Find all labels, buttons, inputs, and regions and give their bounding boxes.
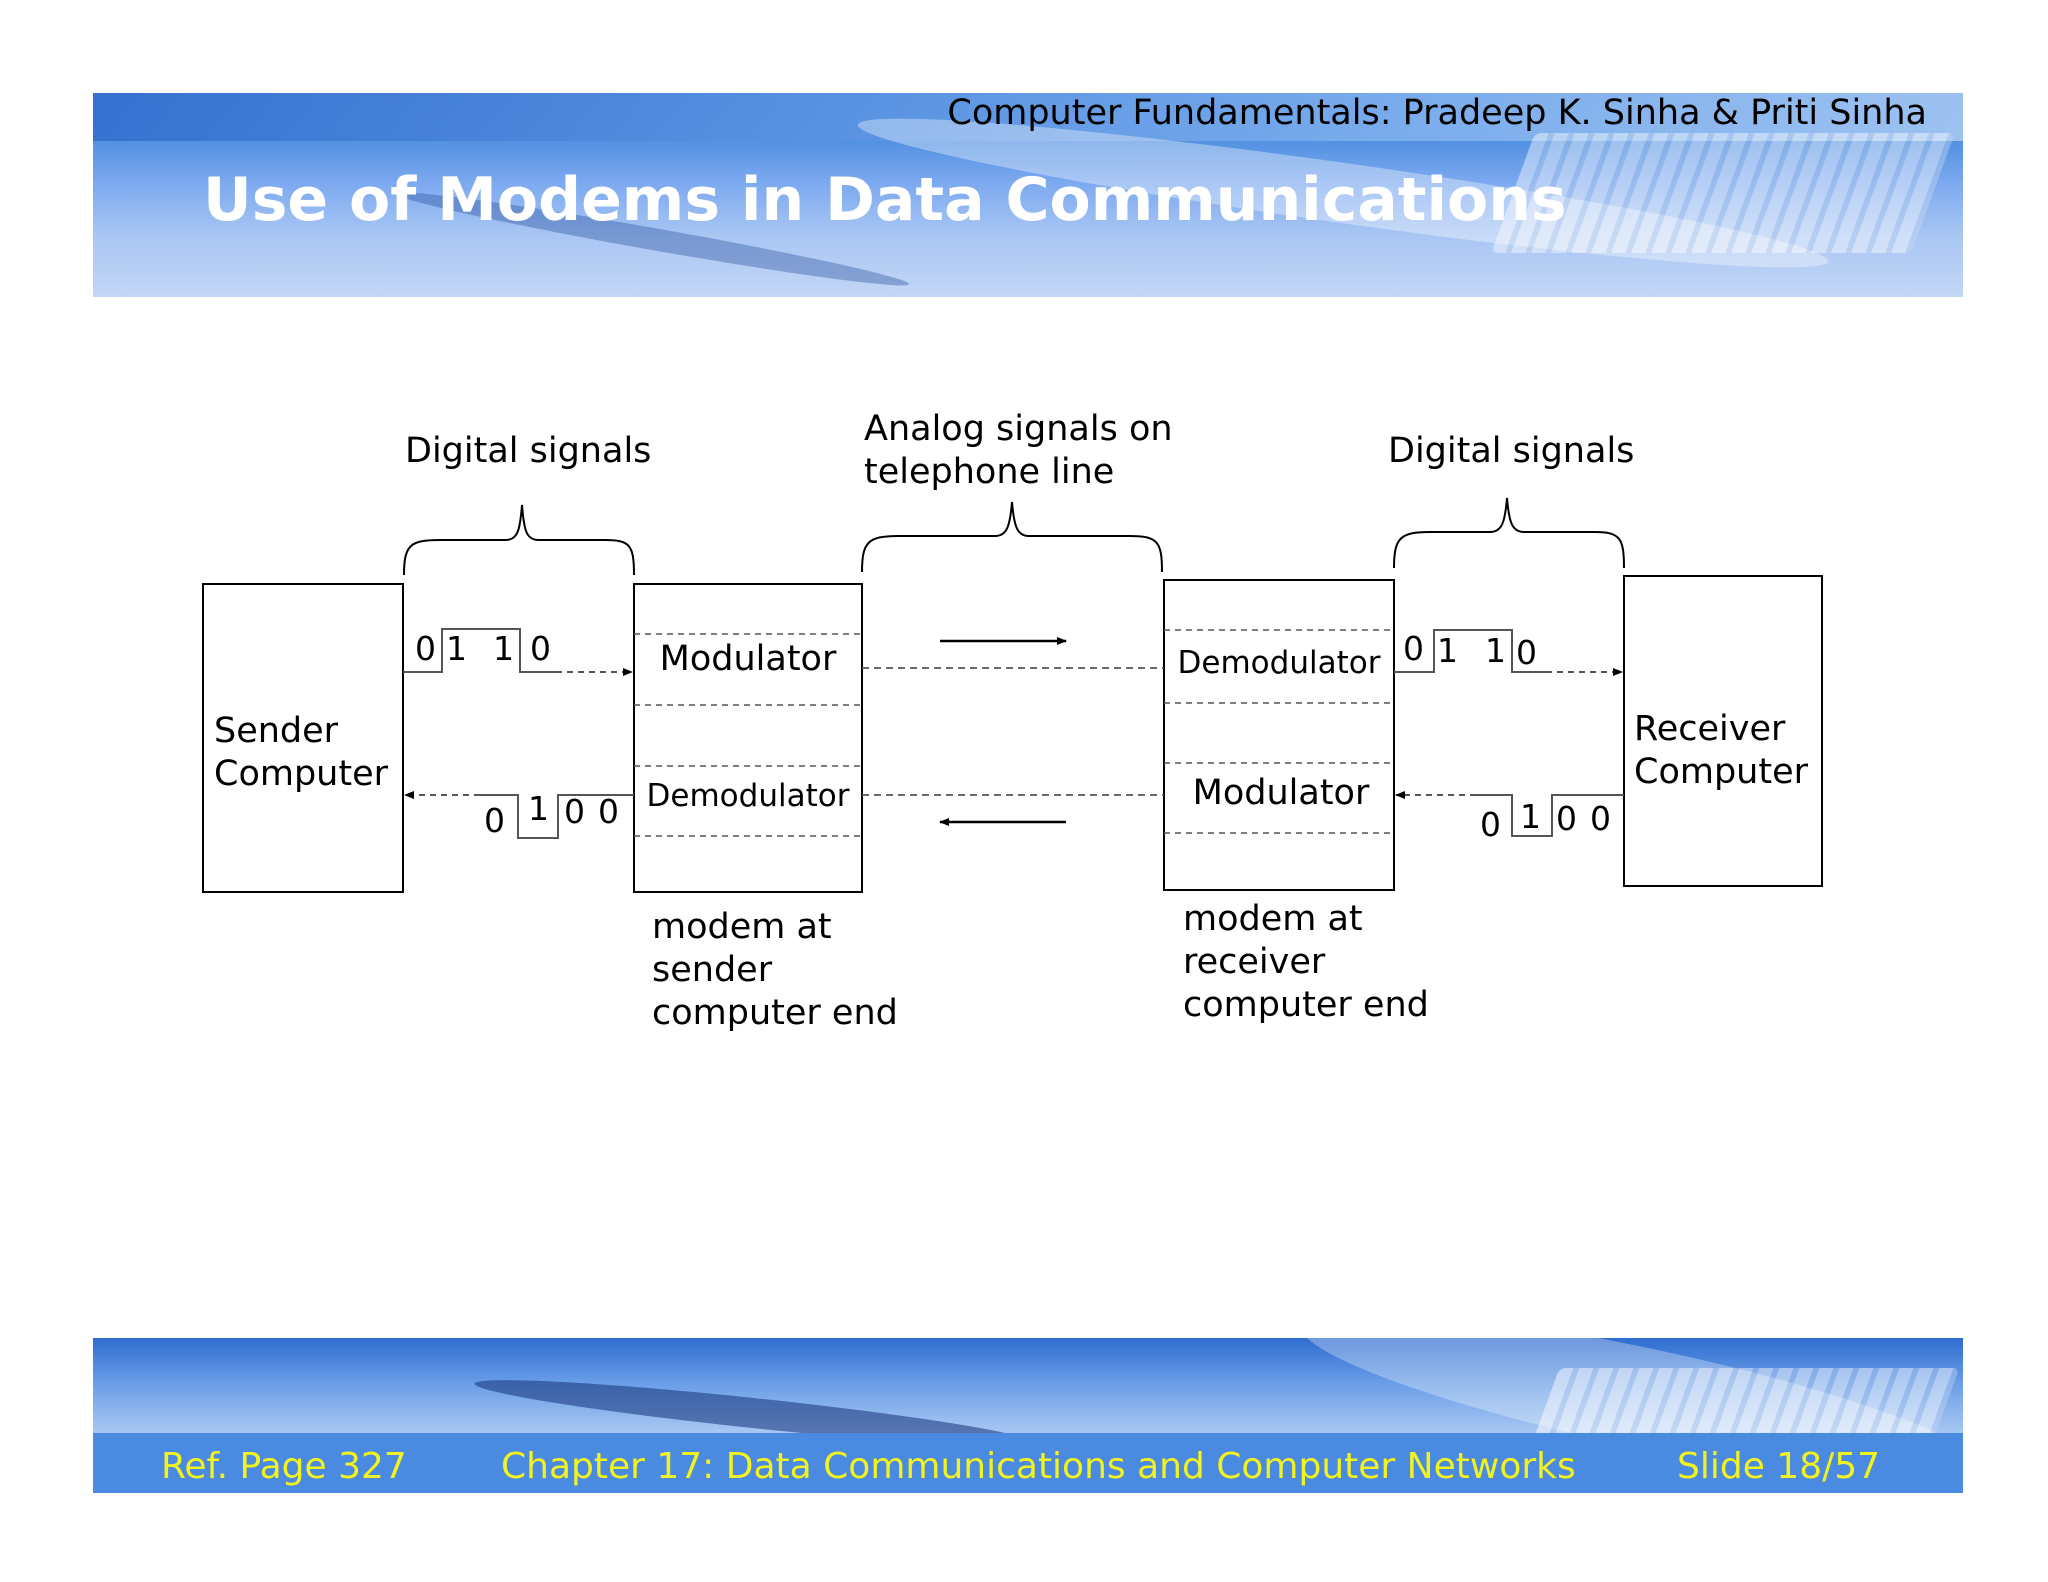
header-band [93, 93, 1963, 141]
receiver-demodulator-label: Demodulator [1178, 645, 1381, 681]
sender-modem-caption-line3: computer end [652, 993, 898, 1033]
digital-waveform-receiver-lower [1476, 794, 1624, 837]
brace-middle-label-line2: telephone line [864, 452, 1114, 492]
receiver-computer-label-line2: Computer [1634, 752, 1809, 792]
slide-title: Use of Modems in Data Communications [203, 165, 1567, 235]
bit-sender-lower-1: 0 [484, 801, 505, 840]
slide-header: Computer Fundamentals: Pradeep K. Sinha … [93, 93, 1963, 297]
slide-number: Slide 18/57 [1677, 1446, 1881, 1487]
bit-receiver-upper-1: 0 [1403, 629, 1424, 668]
receiver-modem-dividers [1164, 629, 1394, 834]
bit-sender-lower-4: 0 [598, 792, 619, 831]
brace-middle-label-line1: Analog signals on [864, 409, 1173, 449]
sender-modulator-label: Modulator [660, 639, 837, 679]
receiver-modem-caption-line2: receiver [1183, 942, 1326, 982]
bit-sender-upper-3: 1 [493, 629, 514, 668]
bit-receiver-upper-3: 1 [1485, 631, 1506, 670]
bit-receiver-lower-3: 0 [1556, 799, 1577, 838]
bit-receiver-upper-4: 0 [1516, 633, 1537, 672]
brace-left-label: Digital signals [405, 431, 651, 471]
receiver-modem-box [1163, 579, 1395, 891]
bit-receiver-upper-2: 1 [1437, 631, 1458, 670]
bit-sender-upper-1: 0 [415, 629, 436, 668]
sender-computer-label-line1: Sender [214, 711, 339, 751]
sender-modem-caption-line1: modem at [652, 907, 832, 947]
receiver-computer-label-line1: Receiver [1634, 709, 1786, 749]
bit-sender-upper-2: 1 [446, 629, 467, 668]
bit-sender-lower-3: 0 [564, 792, 585, 831]
receiver-modulator-label: Modulator [1193, 773, 1370, 813]
ref-page: Ref. Page 327 [161, 1446, 407, 1487]
chapter-title: Chapter 17: Data Communications and Comp… [501, 1446, 1576, 1487]
sender-computer-box [202, 583, 404, 893]
digital-waveform-sender-upper [403, 628, 556, 673]
sender-modem-dividers [634, 633, 862, 837]
sender-demodulator-label: Demodulator [647, 778, 850, 814]
receiver-modem-caption-line3: computer end [1183, 985, 1429, 1025]
sender-modem-caption-line2: sender [652, 950, 773, 990]
digital-waveform-sender-lower [480, 794, 634, 839]
brace-left [403, 504, 635, 576]
sender-modem-box [633, 583, 863, 893]
book-credit: Computer Fundamentals: Pradeep K. Sinha … [947, 93, 1927, 133]
brace-middle [861, 501, 1163, 573]
brace-right-label: Digital signals [1388, 431, 1634, 471]
bit-sender-upper-4: 0 [530, 629, 551, 668]
bit-receiver-lower-4: 0 [1590, 799, 1611, 838]
receiver-modem-caption-line1: modem at [1183, 899, 1363, 939]
footer-bar [93, 1433, 1963, 1493]
brace-right [1393, 497, 1625, 569]
receiver-computer-box [1623, 575, 1823, 887]
digital-waveform-receiver-upper [1394, 629, 1546, 673]
slide-footer: Ref. Page 327 Chapter 17: Data Communica… [93, 1338, 1963, 1493]
bit-receiver-lower-2: 1 [1520, 797, 1541, 836]
bit-sender-lower-2: 1 [528, 789, 549, 828]
sender-computer-label-line2: Computer [214, 754, 389, 794]
bit-receiver-lower-1: 0 [1480, 805, 1501, 844]
